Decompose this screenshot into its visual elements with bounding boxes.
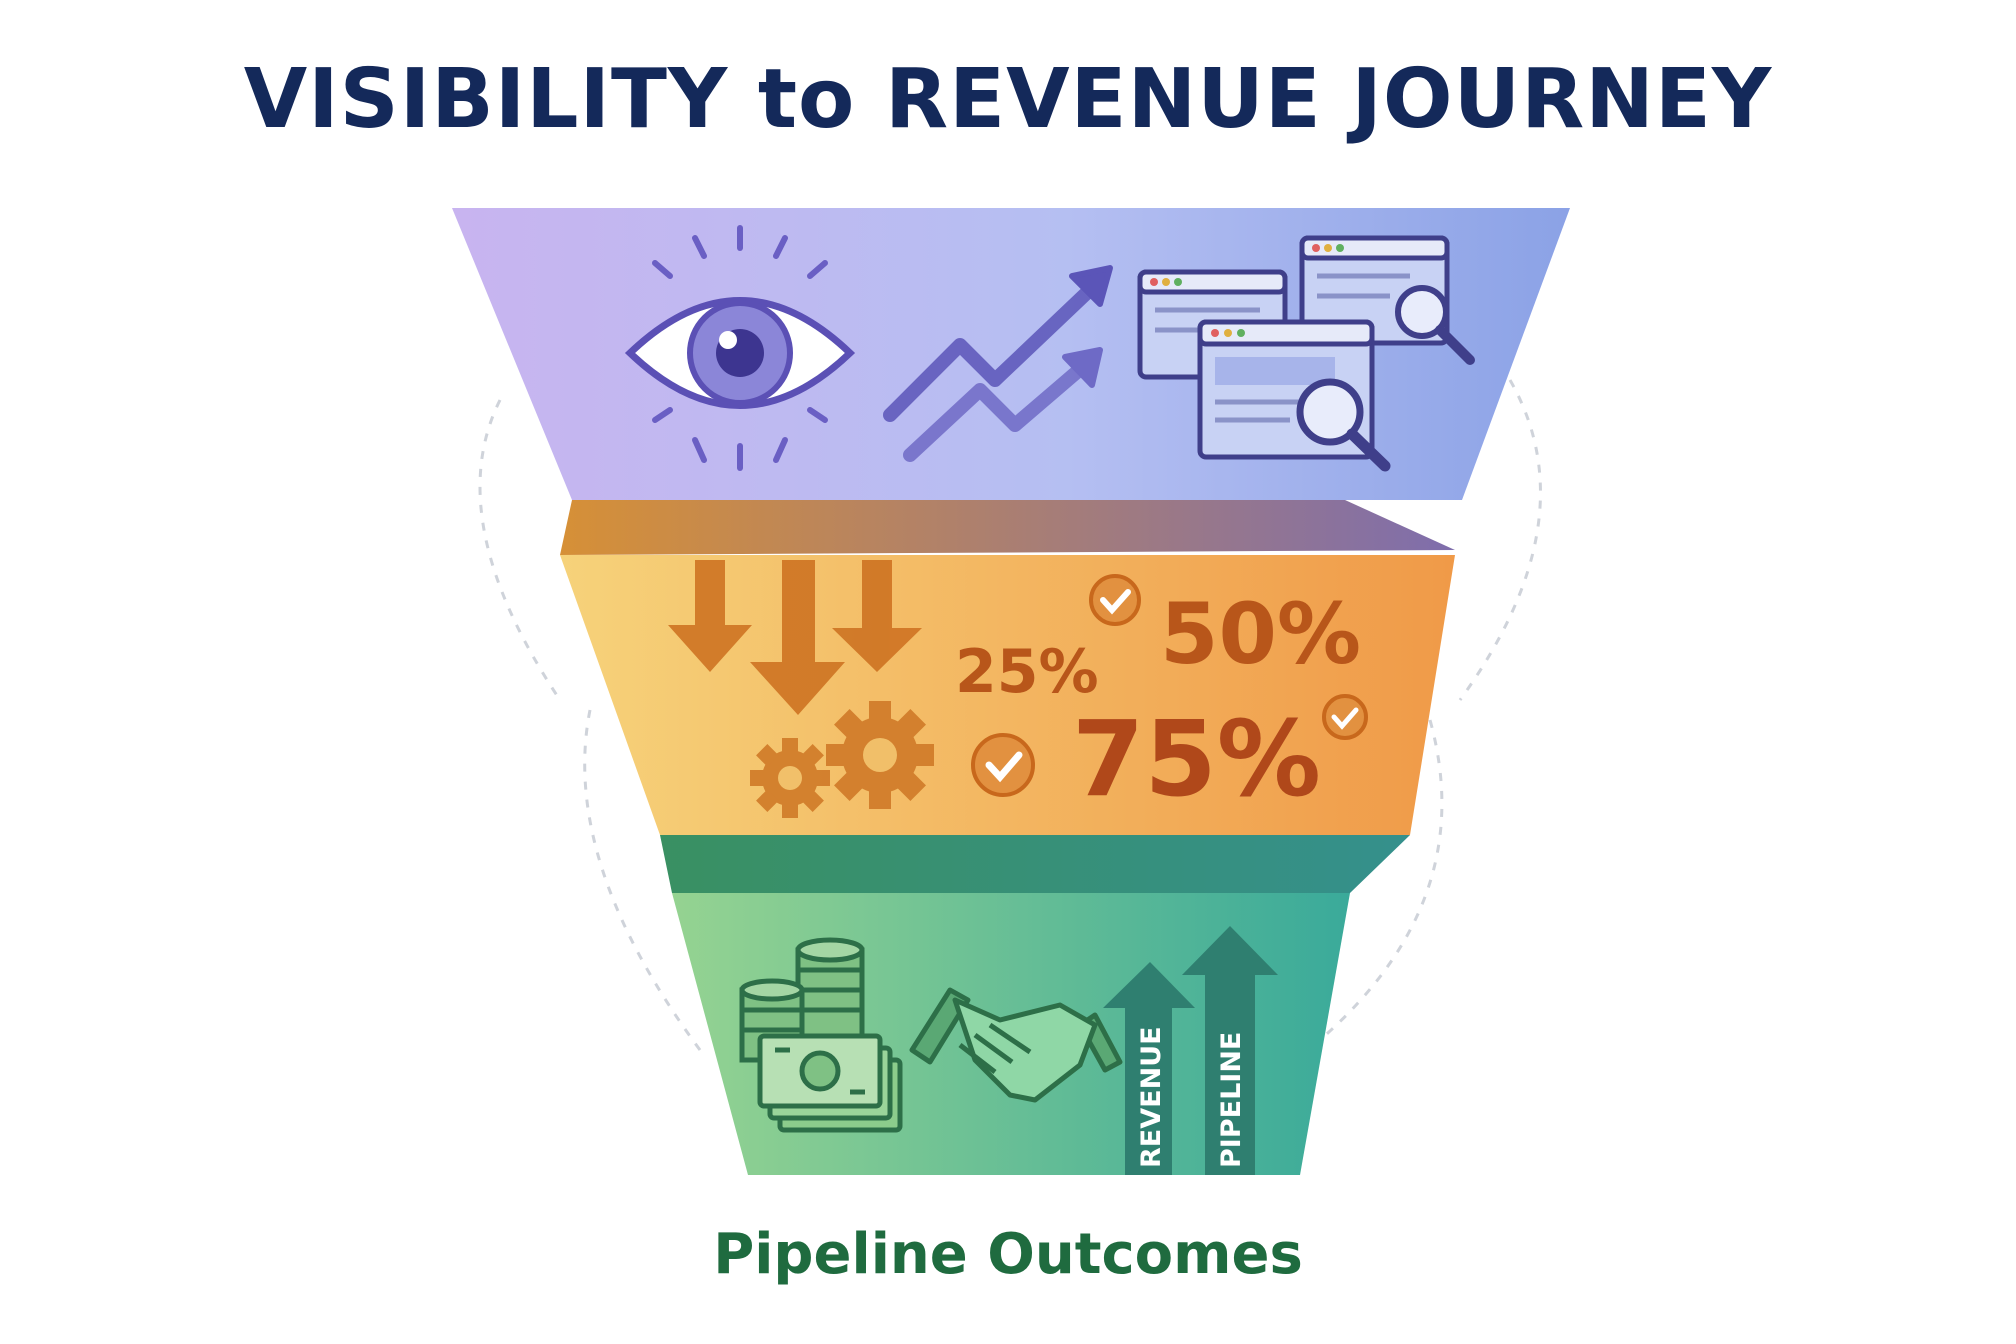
eye-icon <box>624 225 856 471</box>
page-title: VISIBILITY to REVENUE JOURNEY <box>243 52 1773 147</box>
ribbon-1 <box>560 500 1455 555</box>
percent-25: 25% <box>955 637 1099 707</box>
cash-bills-icon <box>757 1033 903 1133</box>
percent-75: 75% <box>1072 698 1321 820</box>
dashed-orbit <box>478 379 1542 1051</box>
arrow-label-pipeline: PIPELINE <box>1216 1032 1247 1168</box>
browser-search-windows-icon <box>1137 235 1475 472</box>
arrow-label-revenue: REVENUE <box>1136 1026 1167 1168</box>
ribbon-2 <box>660 835 1410 893</box>
funnel-caption: Pipeline Outcomes <box>713 1222 1303 1287</box>
up-arrows-icon: REVENUE PIPELINE <box>1103 926 1278 1175</box>
trending-up-arrows-icon <box>883 265 1113 462</box>
percent-50: 50% <box>1160 585 1361 683</box>
down-arrows-icon <box>668 560 922 715</box>
gears-icon <box>750 701 934 818</box>
check-circle-icon <box>971 574 1368 797</box>
handshake-icon <box>909 987 1123 1103</box>
